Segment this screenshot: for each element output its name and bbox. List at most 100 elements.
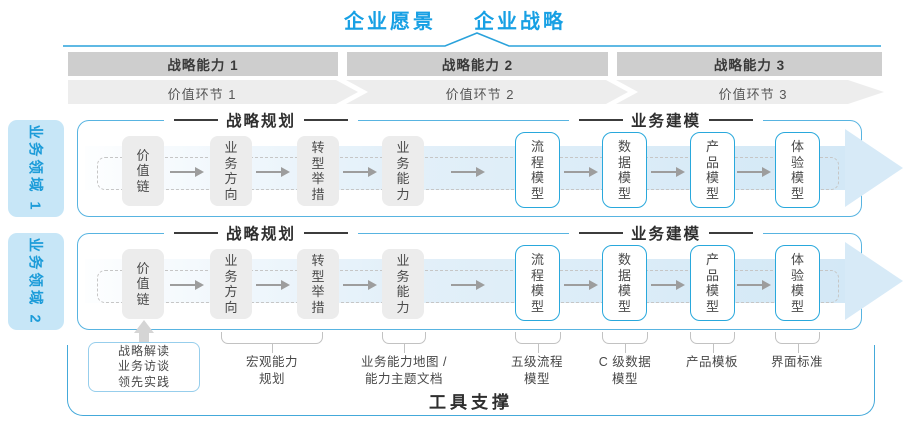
section-title-1: 战略规划 bbox=[163, 222, 359, 244]
vision-title: 企业愿景 bbox=[344, 11, 436, 33]
flow-step-char: 业 bbox=[224, 253, 238, 268]
right-arrow-icon bbox=[651, 167, 685, 177]
flow-step-label: 流程模型 bbox=[531, 252, 544, 314]
flow-step-char: 品 bbox=[705, 154, 719, 170]
flow-step-blue: 数据模型 bbox=[602, 245, 647, 321]
flow-step-char: 力 bbox=[396, 186, 410, 202]
right-arrow-icon bbox=[737, 280, 771, 290]
flow-step-char: 价 bbox=[136, 260, 150, 276]
flow-step-label: 业务能力 bbox=[396, 140, 409, 202]
annotation-line: 规划 bbox=[258, 371, 285, 386]
annotation-line: 界面标准 bbox=[770, 355, 823, 369]
flow-step-blue: 体验模型 bbox=[775, 132, 820, 208]
flow-step-gray: 业务方向 bbox=[210, 249, 252, 319]
right-arrow-icon bbox=[651, 280, 685, 290]
annotation-data-model: C 级数据 模型 bbox=[550, 354, 700, 388]
flow-step-char: 型 bbox=[311, 155, 325, 171]
value-link-1: 价值环节 1 bbox=[167, 87, 237, 102]
flow-step-char: 模 bbox=[530, 283, 544, 298]
flow-step-char: 方 bbox=[224, 284, 238, 299]
right-arrow-icon bbox=[737, 167, 771, 177]
flow-step-char: 数 bbox=[617, 252, 631, 267]
arrow-head bbox=[589, 167, 598, 177]
arrow-shaft bbox=[451, 171, 477, 173]
value-chain-chevron-shape bbox=[68, 80, 884, 104]
flow-step-char: 型 bbox=[530, 185, 544, 201]
flow-arrow-head-icon bbox=[845, 129, 903, 207]
tool-support-title: 工具支撑 bbox=[429, 393, 513, 412]
flow-step-char: 能 bbox=[396, 171, 410, 186]
section-title-1: 战略规划 bbox=[163, 109, 359, 131]
right-arrow-icon bbox=[451, 280, 485, 290]
right-arrow-icon bbox=[564, 280, 598, 290]
domain-label-2: 业务领域 2 bbox=[8, 233, 64, 330]
domain-label-1-text: 业务领域 1 bbox=[26, 124, 43, 213]
annotation-line: 业务能力地图 / bbox=[361, 355, 447, 369]
right-arrow-icon bbox=[170, 167, 204, 177]
arrow-shaft bbox=[343, 171, 369, 173]
value-link-2: 价值环节 2 bbox=[445, 87, 515, 102]
flow-step-char: 据 bbox=[617, 267, 631, 283]
right-arrow-icon bbox=[343, 167, 377, 177]
flow-step-label: 业务方向 bbox=[224, 253, 237, 315]
arrow-head bbox=[762, 167, 771, 177]
up-arrow-stem bbox=[139, 333, 149, 344]
flow-step-char: 模 bbox=[705, 283, 719, 298]
annotation-ui-standard: 界面标准 bbox=[722, 354, 872, 371]
capability-bar-1: 战略能力 1 bbox=[68, 52, 338, 76]
flow-step-char: 程 bbox=[530, 154, 544, 170]
right-arrow-icon bbox=[256, 167, 290, 177]
flow-step-blue: 体验模型 bbox=[775, 245, 820, 321]
arrow-head bbox=[195, 167, 204, 177]
flow-step-label: 数据模型 bbox=[618, 139, 631, 201]
right-arrow-icon bbox=[343, 280, 377, 290]
flow-step-char: 验 bbox=[790, 154, 804, 170]
bracket-ui-standard bbox=[775, 332, 820, 353]
flow-step-char: 链 bbox=[136, 178, 150, 194]
flow-step-char: 型 bbox=[790, 298, 804, 314]
flow-step-label: 体验模型 bbox=[791, 252, 804, 314]
arrow-shaft bbox=[256, 171, 282, 173]
flow-step-char: 值 bbox=[136, 276, 150, 292]
bracket-macro-capability bbox=[221, 332, 323, 353]
flow-arrow-head-icon bbox=[845, 242, 903, 320]
flow-step-char: 措 bbox=[311, 186, 325, 202]
arrow-head bbox=[762, 280, 771, 290]
flow-step-char: 型 bbox=[790, 185, 804, 201]
flow-step-char: 产 bbox=[705, 252, 719, 267]
flow-step-char: 链 bbox=[136, 291, 150, 307]
annotation-line: 产品模板 bbox=[685, 355, 738, 369]
flow-row-domain-1: 战略规划业务建模价值链业务方向转型举措业务能力流程模型数据模型产品模型体验模型 bbox=[77, 109, 905, 217]
flow-step-char: 体 bbox=[790, 252, 804, 267]
dashed-track bbox=[97, 157, 839, 190]
flow-step-char: 转 bbox=[311, 140, 325, 155]
flow-step-label: 流程模型 bbox=[531, 139, 544, 201]
flow-step-gray: 业务能力 bbox=[382, 136, 424, 206]
right-arrow-icon bbox=[451, 167, 485, 177]
flow-step-gray: 转型举措 bbox=[297, 136, 339, 206]
flow-step-char: 模 bbox=[790, 170, 804, 185]
flow-step-char: 务 bbox=[224, 268, 238, 284]
flow-step-char: 模 bbox=[617, 170, 631, 185]
annotation-capability-map: 业务能力地图 / 能力主题文档 bbox=[329, 354, 479, 388]
flow-step-char: 型 bbox=[617, 185, 631, 201]
flow-step-char: 模 bbox=[790, 283, 804, 298]
arrow-shaft bbox=[737, 284, 763, 286]
flow-step-char: 务 bbox=[224, 155, 238, 171]
arrow-shaft bbox=[564, 284, 590, 286]
arrow-shaft bbox=[564, 171, 590, 173]
flow-step-char: 验 bbox=[790, 267, 804, 283]
flow-step-gray: 价值链 bbox=[122, 136, 164, 206]
flow-step-gray: 业务能力 bbox=[382, 249, 424, 319]
annotation-line: 模型 bbox=[611, 371, 638, 386]
annotation-line: 五级流程 bbox=[510, 355, 563, 369]
flow-step-label: 业务能力 bbox=[396, 253, 409, 315]
flow-step-blue: 流程模型 bbox=[515, 132, 560, 208]
section-title-2: 业务建模 bbox=[568, 222, 764, 244]
capability-bar-2: 战略能力 2 bbox=[347, 52, 608, 76]
annotation-line: 宏观能力 bbox=[245, 355, 298, 369]
domain-label-1: 业务领域 1 bbox=[8, 120, 64, 217]
flow-step-char: 向 bbox=[224, 299, 238, 315]
arrow-head bbox=[195, 280, 204, 290]
